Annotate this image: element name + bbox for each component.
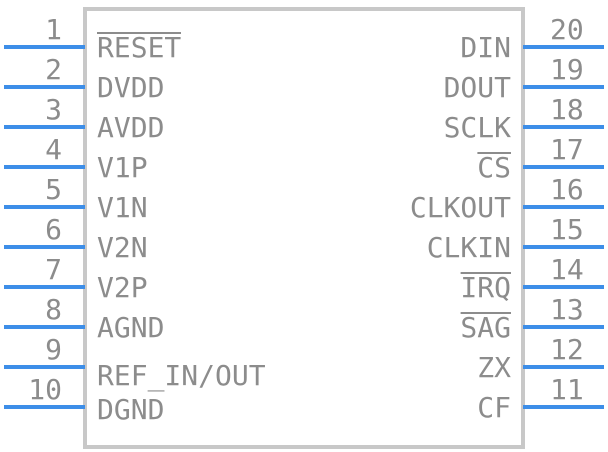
pin-number: 15 bbox=[550, 213, 584, 246]
pin-number: 5 bbox=[45, 173, 62, 206]
pin-number: 19 bbox=[550, 53, 584, 86]
ic-body-outline bbox=[83, 7, 525, 449]
pin-label: V1P bbox=[97, 151, 148, 184]
pin-label: CLKIN bbox=[427, 231, 511, 264]
pin-label: SCLK bbox=[444, 111, 512, 144]
pin-number: 3 bbox=[45, 93, 62, 126]
pin-label: CLKOUT bbox=[410, 191, 511, 224]
pin-number: 17 bbox=[550, 133, 584, 166]
pin-label: IRQ bbox=[460, 271, 511, 304]
pin-label: RESET bbox=[97, 31, 181, 64]
pin-label: V2P bbox=[97, 271, 148, 304]
pin-label: CS bbox=[477, 151, 511, 184]
pin-number: 4 bbox=[45, 133, 62, 166]
pin-number: 16 bbox=[550, 173, 584, 206]
pin-number: 11 bbox=[550, 373, 584, 406]
pin-number: 8 bbox=[45, 293, 62, 326]
pin-number: 10 bbox=[28, 373, 62, 406]
pin-number: 6 bbox=[45, 213, 62, 246]
pin-number: 12 bbox=[550, 333, 584, 366]
pin-number: 9 bbox=[45, 333, 62, 366]
pin-label: ZX bbox=[477, 351, 511, 384]
pin-label: V1N bbox=[97, 191, 148, 224]
pin-label: V2N bbox=[97, 231, 148, 264]
pin-number: 13 bbox=[550, 293, 584, 326]
pin-label: CF bbox=[477, 391, 511, 424]
pin-label: SAG bbox=[460, 311, 511, 344]
pin-label: DIN bbox=[460, 31, 511, 64]
pin-label: DOUT bbox=[444, 71, 512, 104]
pin-number: 2 bbox=[45, 53, 62, 86]
pin-number: 18 bbox=[550, 93, 584, 126]
pin-label: AGND bbox=[97, 311, 164, 344]
pin-label: AVDD bbox=[97, 111, 164, 144]
pin-label: DGND bbox=[97, 393, 164, 426]
pin-number: 14 bbox=[550, 253, 584, 286]
pin-number: 1 bbox=[45, 13, 62, 46]
pin-number: 20 bbox=[550, 13, 584, 46]
pin-label: DVDD bbox=[97, 71, 164, 104]
pin-label: REF_IN/OUT bbox=[97, 359, 266, 393]
pin-number: 7 bbox=[45, 253, 62, 286]
